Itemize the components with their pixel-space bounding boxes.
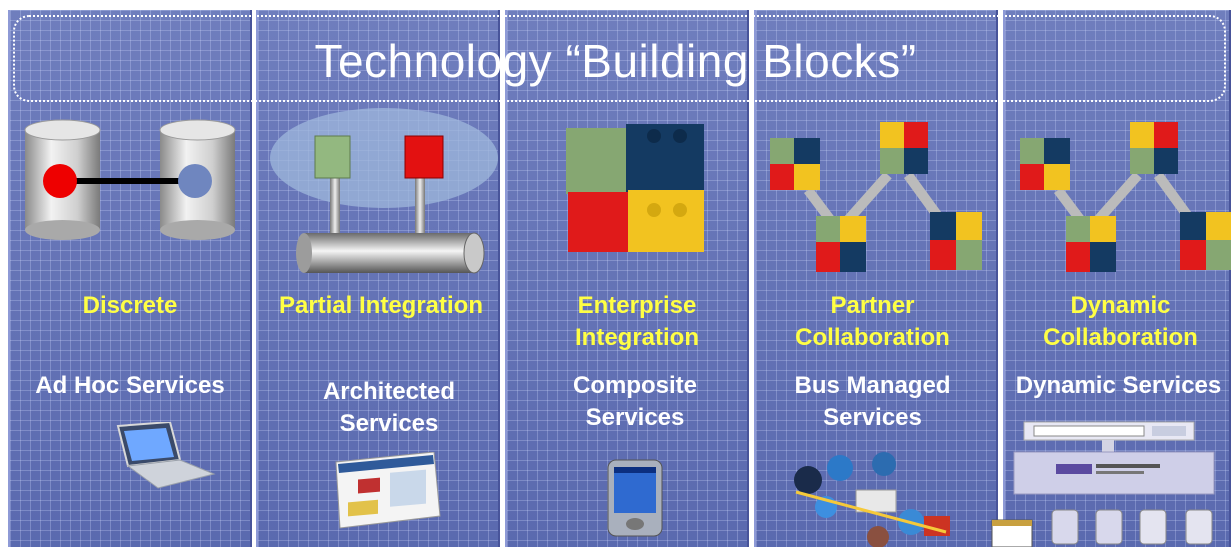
stage-label-partial-integration: Partial Integration bbox=[278, 292, 484, 319]
pda-icon bbox=[607, 459, 663, 537]
browser-screenshot-icon bbox=[335, 452, 441, 529]
stage-label-discrete: Discrete bbox=[82, 292, 178, 319]
column-enterprise-integration bbox=[505, 10, 749, 547]
chained-blocks-icon bbox=[1020, 122, 1231, 272]
chained-blocks-icon bbox=[770, 122, 982, 272]
services-label-composite: Composite Services bbox=[572, 372, 697, 431]
services-label-ad-hoc: Ad Hoc Services bbox=[35, 372, 225, 399]
column-discrete bbox=[8, 10, 252, 547]
services-label-bus-managed: Bus Managed Services bbox=[794, 372, 951, 431]
page-title: Technology “Building Blocks” bbox=[314, 35, 917, 87]
collage-icon bbox=[794, 452, 950, 547]
services-label-architected: Architected Services bbox=[322, 378, 456, 437]
pipe-connector-icon bbox=[270, 108, 498, 274]
title-banner bbox=[13, 15, 1226, 102]
stage-label-enterprise-integration: Enterprise Integration bbox=[575, 292, 699, 351]
database-cylinder-icon bbox=[24, 119, 236, 240]
services-label-dynamic: Dynamic Services bbox=[1015, 372, 1222, 399]
integrator-server-icon bbox=[991, 421, 1215, 547]
stage-label-dynamic-collaboration: Dynamic Collaboration bbox=[1043, 292, 1198, 351]
laptop-icon bbox=[116, 422, 216, 489]
stage-label-partner-collaboration: Partner Collaboration bbox=[795, 292, 950, 351]
lego-blocks-icon bbox=[566, 124, 704, 252]
